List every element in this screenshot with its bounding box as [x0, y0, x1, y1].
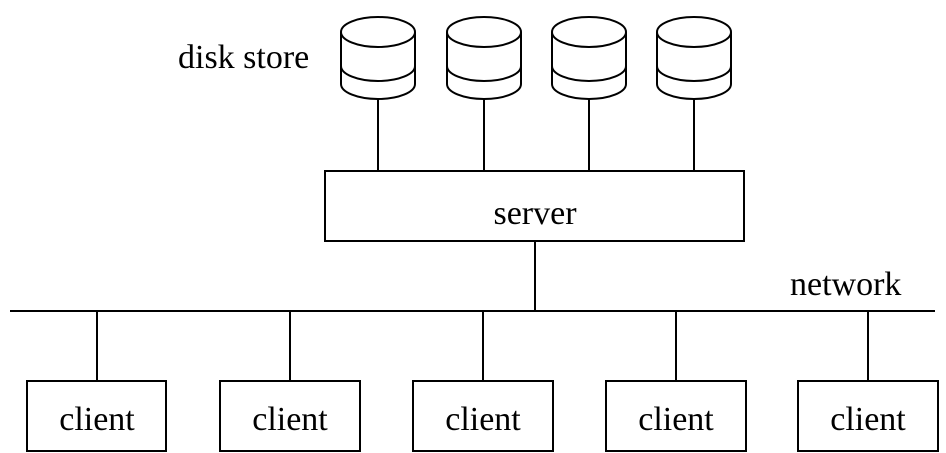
client-label: client: [830, 401, 906, 438]
client-node-2: client: [219, 380, 361, 452]
client-label: client: [59, 401, 135, 438]
network-label: network: [790, 266, 901, 303]
client-node-5: client: [797, 380, 939, 452]
client-node-1: client: [26, 380, 167, 452]
client-label: client: [638, 401, 714, 438]
disk-3: [551, 16, 627, 171]
client-node-4: client: [605, 380, 747, 452]
client-label: client: [445, 401, 521, 438]
server-node: server: [324, 170, 745, 242]
disk-2: [446, 16, 522, 171]
disk-store-label: disk store: [178, 39, 309, 76]
server-label: server: [493, 195, 577, 232]
client-label: client: [252, 401, 328, 438]
disk-4: [656, 16, 732, 171]
disk-1: [340, 16, 416, 171]
client-node-3: client: [412, 380, 554, 452]
